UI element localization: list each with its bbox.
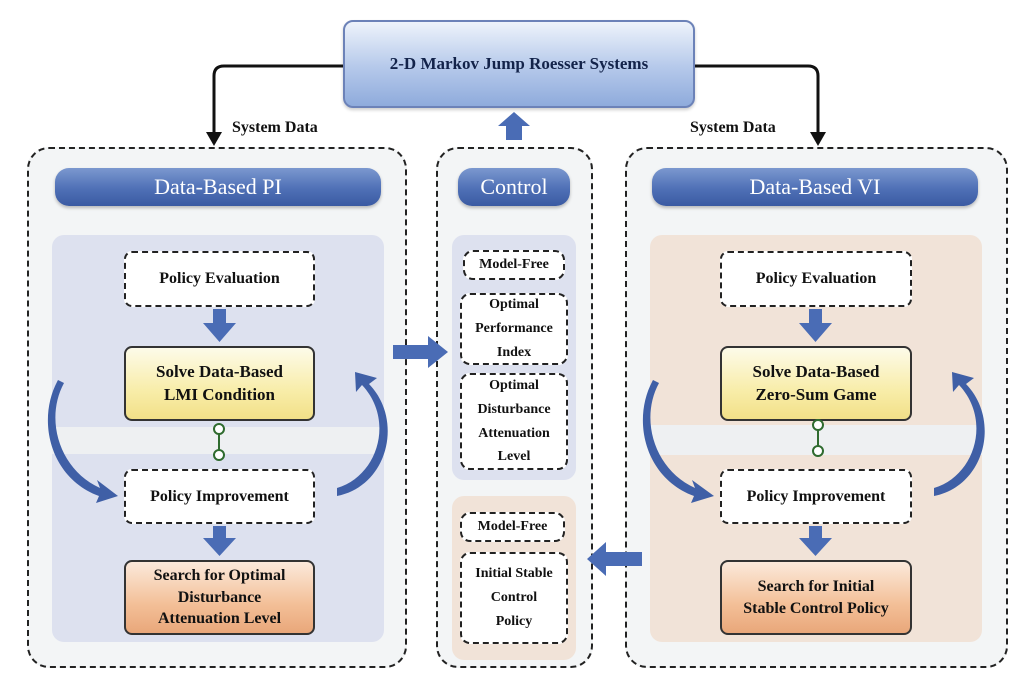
pi-curve-up-arrow — [337, 372, 388, 496]
pi-to-control-arrow — [393, 336, 448, 368]
vi-improve-to-search-arrow — [799, 526, 832, 556]
vi-green-link — [812, 419, 824, 457]
pi-curve-down-arrow — [47, 380, 119, 503]
odal-line-4: Level — [497, 449, 531, 465]
iscp-line-1: Initial Stable — [475, 566, 553, 582]
vi-eval-to-solve-arrow — [799, 309, 832, 342]
initial-stable-control-policy-box: Initial Stable Control Policy — [460, 552, 568, 644]
vi-policy-improvement-box: Policy Improvement — [720, 469, 912, 524]
iscp-line-2: Control — [490, 590, 538, 606]
model-free-box-2: Model-Free — [460, 512, 565, 542]
odal-line-1: Optimal — [489, 377, 539, 393]
vi-to-control-arrow — [587, 542, 642, 576]
opi-line-2: Performance — [475, 321, 553, 337]
vi-search-line-1: Search for Initial — [757, 577, 875, 595]
vi-header: Data-Based VI — [652, 168, 978, 206]
opi-line-1: Optimal — [489, 297, 539, 313]
pi-search-line-1: Search for Optimal — [153, 567, 286, 585]
system-data-arrow-right — [695, 64, 820, 138]
vi-curve-up-arrow — [934, 372, 985, 496]
iscp-line-3: Policy — [495, 613, 533, 629]
pi-policy-evaluation-box: Policy Evaluation — [124, 251, 315, 307]
pi-solve-line-1: Solve Data-Based — [155, 361, 284, 381]
pi-solve-lmi-box: Solve Data-Based LMI Condition — [124, 346, 315, 421]
vi-search-line-2: Stable Control Policy — [743, 599, 889, 617]
optimal-disturbance-attenuation-box: Optimal Disturbance Attenuation Level — [460, 373, 568, 470]
opi-line-3: Index — [496, 344, 532, 360]
vi-solve-line-1: Solve Data-Based — [752, 361, 880, 381]
system-data-label-right: System Data — [690, 119, 776, 136]
system-data-arrowhead-left — [206, 132, 222, 146]
vi-search-box: Search for Initial Stable Control Policy — [720, 560, 912, 635]
system-title-box: 2-D Markov Jump Roesser Systems — [343, 20, 695, 108]
system-data-label-left: System Data — [232, 119, 318, 136]
pi-search-line-3: Attenuation Level — [157, 610, 282, 628]
control-header: Control — [458, 168, 570, 206]
pi-improve-to-search-arrow — [203, 526, 236, 556]
model-free-box-1: Model-Free — [463, 250, 565, 280]
pi-search-box: Search for Optimal Disturbance Attenuati… — [124, 560, 315, 635]
vi-curve-down-arrow — [642, 380, 714, 503]
pi-solve-line-2: LMI Condition — [164, 384, 275, 404]
pi-search-line-2: Disturbance — [177, 588, 262, 606]
control-to-system-arrow — [498, 112, 530, 140]
pi-policy-improvement-box: Policy Improvement — [124, 469, 315, 524]
vi-solve-zero-sum-box: Solve Data-Based Zero-Sum Game — [720, 346, 912, 421]
vi-solve-line-2: Zero-Sum Game — [755, 384, 877, 404]
optimal-performance-index-box: Optimal Performance Index — [460, 293, 568, 365]
system-data-arrowhead-right — [810, 132, 826, 146]
odal-line-3: Attenuation — [478, 425, 550, 441]
pi-eval-to-solve-arrow — [203, 309, 236, 342]
odal-line-2: Disturbance — [477, 401, 551, 417]
pi-header: Data-Based PI — [55, 168, 381, 206]
system-data-arrow-left — [212, 64, 343, 138]
vi-policy-evaluation-box: Policy Evaluation — [720, 251, 912, 307]
pi-green-link — [213, 423, 225, 461]
